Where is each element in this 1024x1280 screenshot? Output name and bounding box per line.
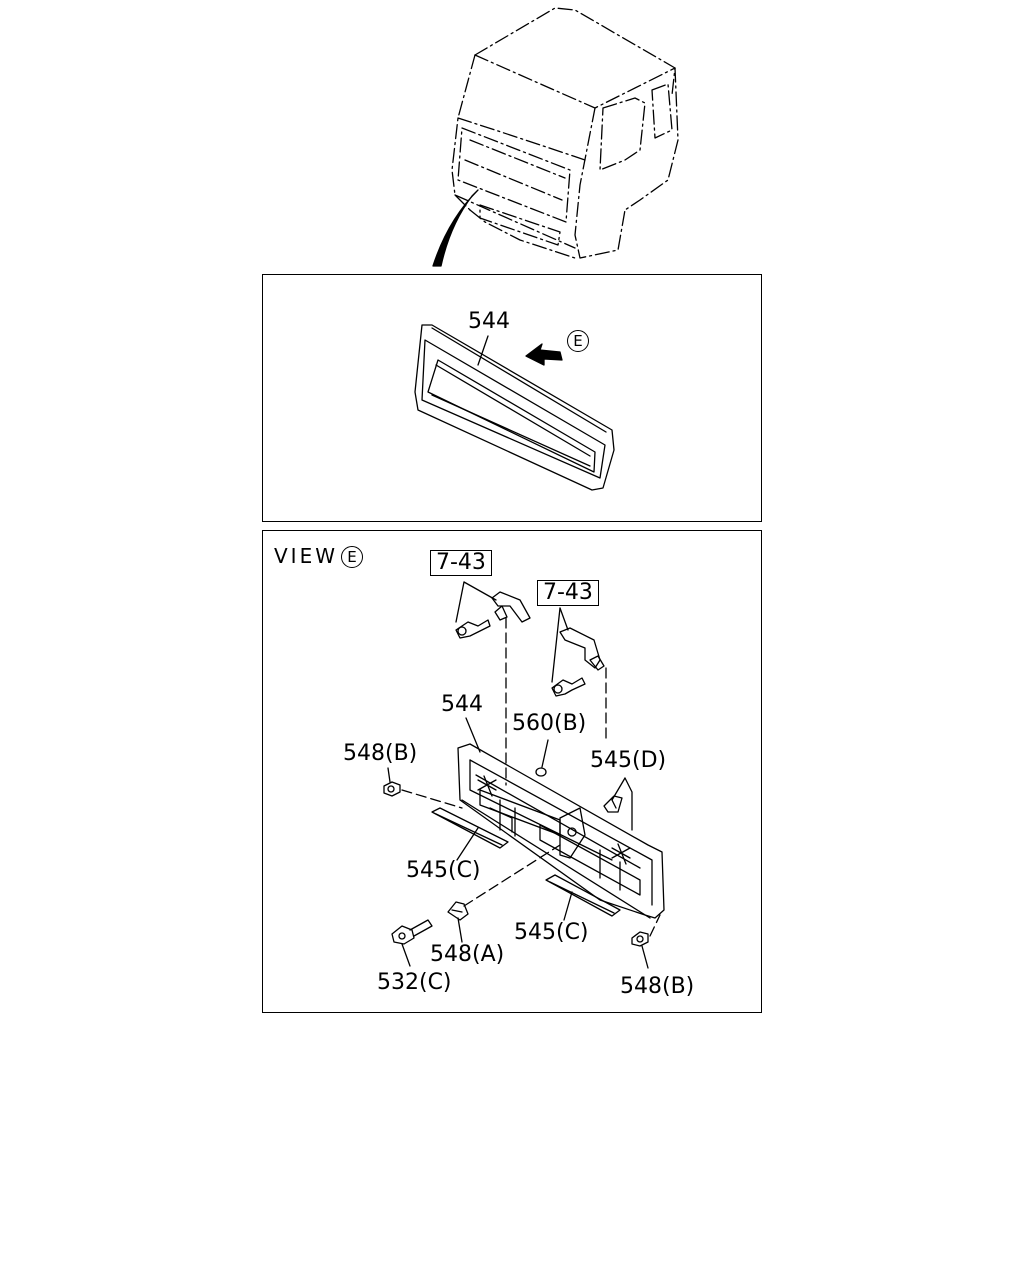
label-544-view: 544 [441,692,483,717]
grille-544-drawing [414,324,615,491]
bracket-743-right-drawing [551,627,605,697]
label-548a: 548(A) [430,942,505,967]
bracket-743-left-drawing [455,591,531,639]
clip-548b-right-drawing [631,931,649,947]
clip-548b-left-drawing [383,781,401,797]
leader-pointer [432,189,479,267]
view-arrow [525,343,563,366]
view-e-frame [262,530,762,1013]
bolt-532c-drawing [391,919,433,945]
label-545c-left: 545(C) [406,858,481,883]
clip-560b-drawing [535,767,547,777]
view-title-marker: E [341,546,363,568]
truck-cab-outline [451,7,679,259]
label-560b: 560(B) [512,711,587,736]
ref-743-right: 7-43 [537,580,599,606]
view-title-text: VIEW [274,544,338,568]
strip-545c-left-drawing [431,807,509,849]
label-545d: 545(D) [590,748,667,773]
label-532c: 532(C) [377,970,452,995]
view-marker-circle: E [567,330,589,352]
strip-545c-right-drawing [545,874,621,917]
label-548b-right: 548(B) [620,974,695,999]
clip-545d-drawing [603,795,623,813]
grille-544-rear-drawing [457,743,665,919]
view-marker-top: E [564,330,589,352]
assembly-lines [401,617,661,937]
grille-overview-frame [262,274,762,522]
label-548b-left: 548(B) [343,741,418,766]
leader-544-top [477,335,489,366]
leader-lines [387,581,649,969]
truck-cab-windows [457,83,673,246]
label-544-top: 544 [468,309,510,334]
label-545c-right: 545(C) [514,920,589,945]
ref-743-left: 7-43 [430,550,492,576]
